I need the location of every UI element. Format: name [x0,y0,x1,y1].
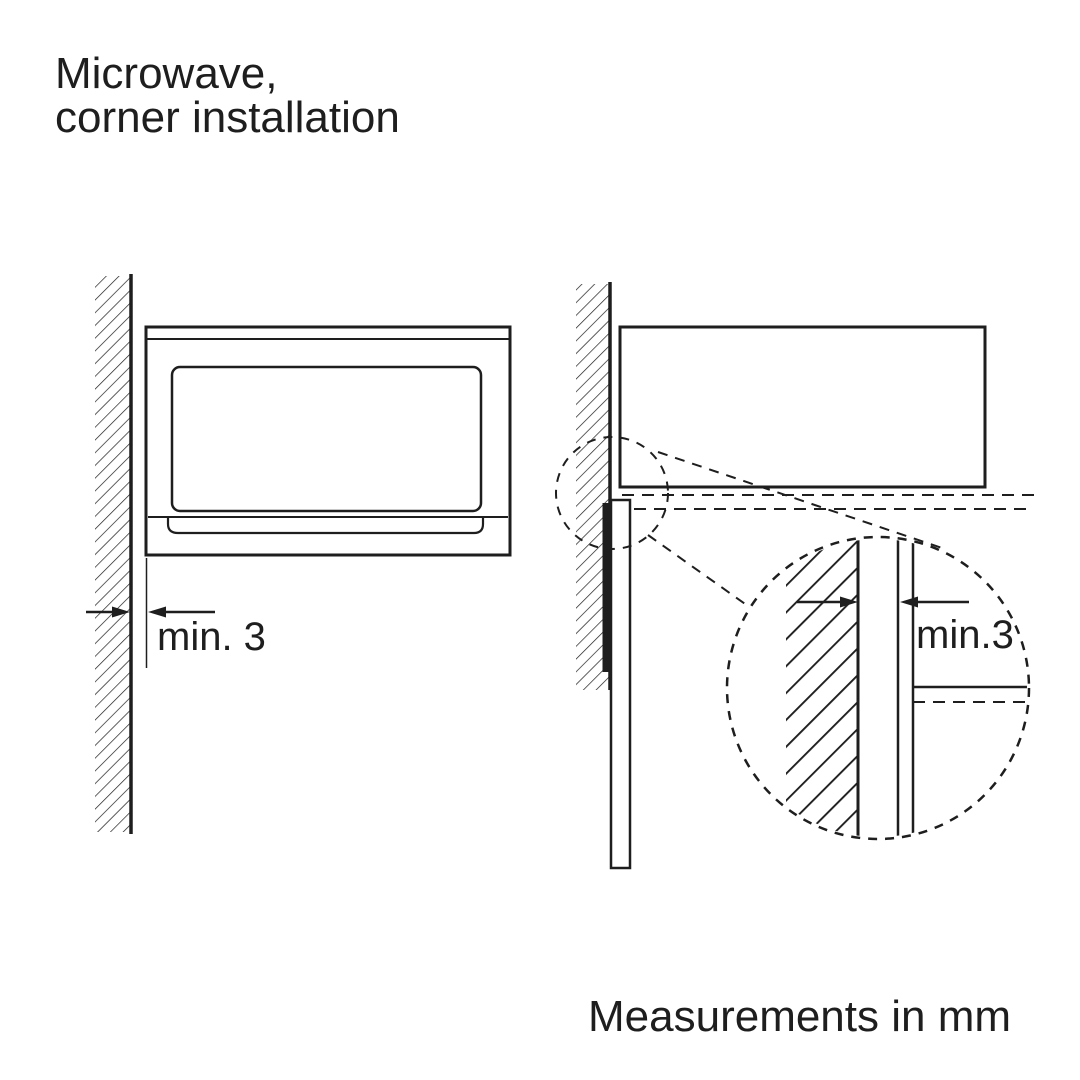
dimension-arrow-left [86,606,130,618]
microwave-side-outline [618,325,987,489]
side-panel [609,498,632,870]
callout-connector-line-1 [657,451,943,549]
callout-connector-line-2 [647,534,749,607]
side-view-diagram: min.3 [555,282,1034,870]
detail-arrow-right [900,596,969,608]
detail-dimension-label: min.3 [916,613,1014,657]
detail-wall-hatch [786,539,858,837]
detail-callout-circle-small [555,436,669,550]
microwave-bottom-trim [166,517,485,535]
detail-view [786,539,1027,837]
measurements-note: Measurements in mm [588,992,1011,1041]
front-dimension-label: min. 3 [157,615,266,659]
wall-gap-filler-bar [602,503,611,672]
dimension-arrow-right [148,606,215,618]
page-title-line-2: corner installation [55,93,400,142]
detail-arrow-left [797,596,858,608]
wall-hatch [95,276,131,832]
front-view-diagram: min. 3 [86,274,512,834]
microwave-door-window [170,365,483,513]
page-title-line-1: Microwave, [55,49,278,98]
